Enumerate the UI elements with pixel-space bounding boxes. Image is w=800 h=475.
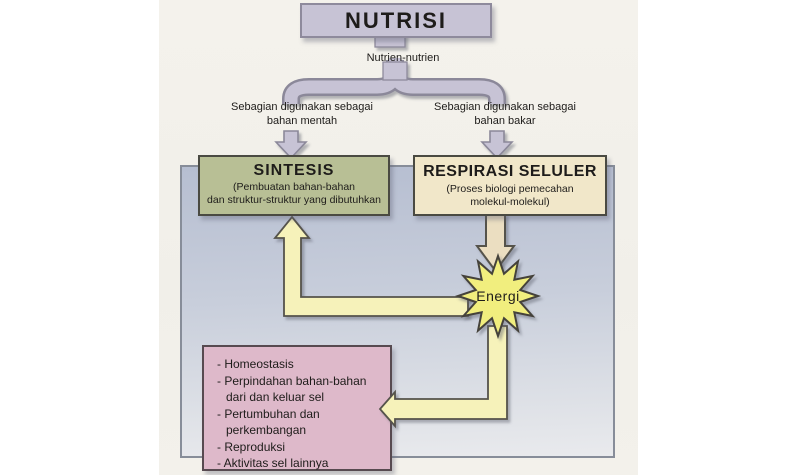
sintesis-box: SINTESIS (Pembuatan bahan-bahan dan stru… [198, 155, 390, 216]
arrow-energi-to-sintesis [273, 215, 469, 317]
function-item-reproduction: - Reproduksi [217, 439, 286, 454]
respirasi-title: RESPIRASI SELULER [423, 163, 597, 180]
fork-arrow-from-nutrisi [282, 33, 506, 104]
function-item-homeostasis: - Homeostasis [217, 357, 294, 371]
sintesis-subtitle: (Pembuatan bahan-bahan dan struktur-stru… [207, 181, 381, 206]
function-item-growth: - Pertumbuhan dan perkembangan [217, 406, 320, 438]
arrow-to-sintesis [274, 130, 308, 160]
arrow-energi-to-functions [378, 325, 508, 429]
arrow-respirasi-to-energi [475, 213, 516, 273]
function-item-other-activities: - Aktivitas sel lainnya [217, 456, 329, 470]
function-item-transport: - Perpindahan bahan-bahan dari dan kelua… [217, 373, 367, 405]
respirasi-box: RESPIRASI SELULER (Proses biologi pemeca… [413, 155, 607, 216]
cell-functions-box: - Homeostasis - Perpindahan bahan-bahan … [202, 345, 392, 471]
stem-lower [382, 61, 408, 81]
energi-starburst [454, 252, 542, 340]
nutrisi-title: NUTRISI [345, 7, 447, 33]
sintesis-title: SINTESIS [253, 162, 335, 179]
branch-left-label: Sebagian digunakan sebagai bahan mentah [231, 101, 373, 127]
nutrients-label: Nutrien-nutrien [366, 52, 440, 64]
energi-label: Energi [476, 288, 520, 304]
nutrisi-box: NUTRISI [300, 3, 492, 38]
branch-right-label: Sebagian digunakan sebagai bahan bakar [434, 101, 576, 127]
respirasi-subtitle: (Proses biologi pemecahan molekul-moleku… [446, 183, 574, 208]
arrow-to-respirasi [480, 130, 514, 160]
